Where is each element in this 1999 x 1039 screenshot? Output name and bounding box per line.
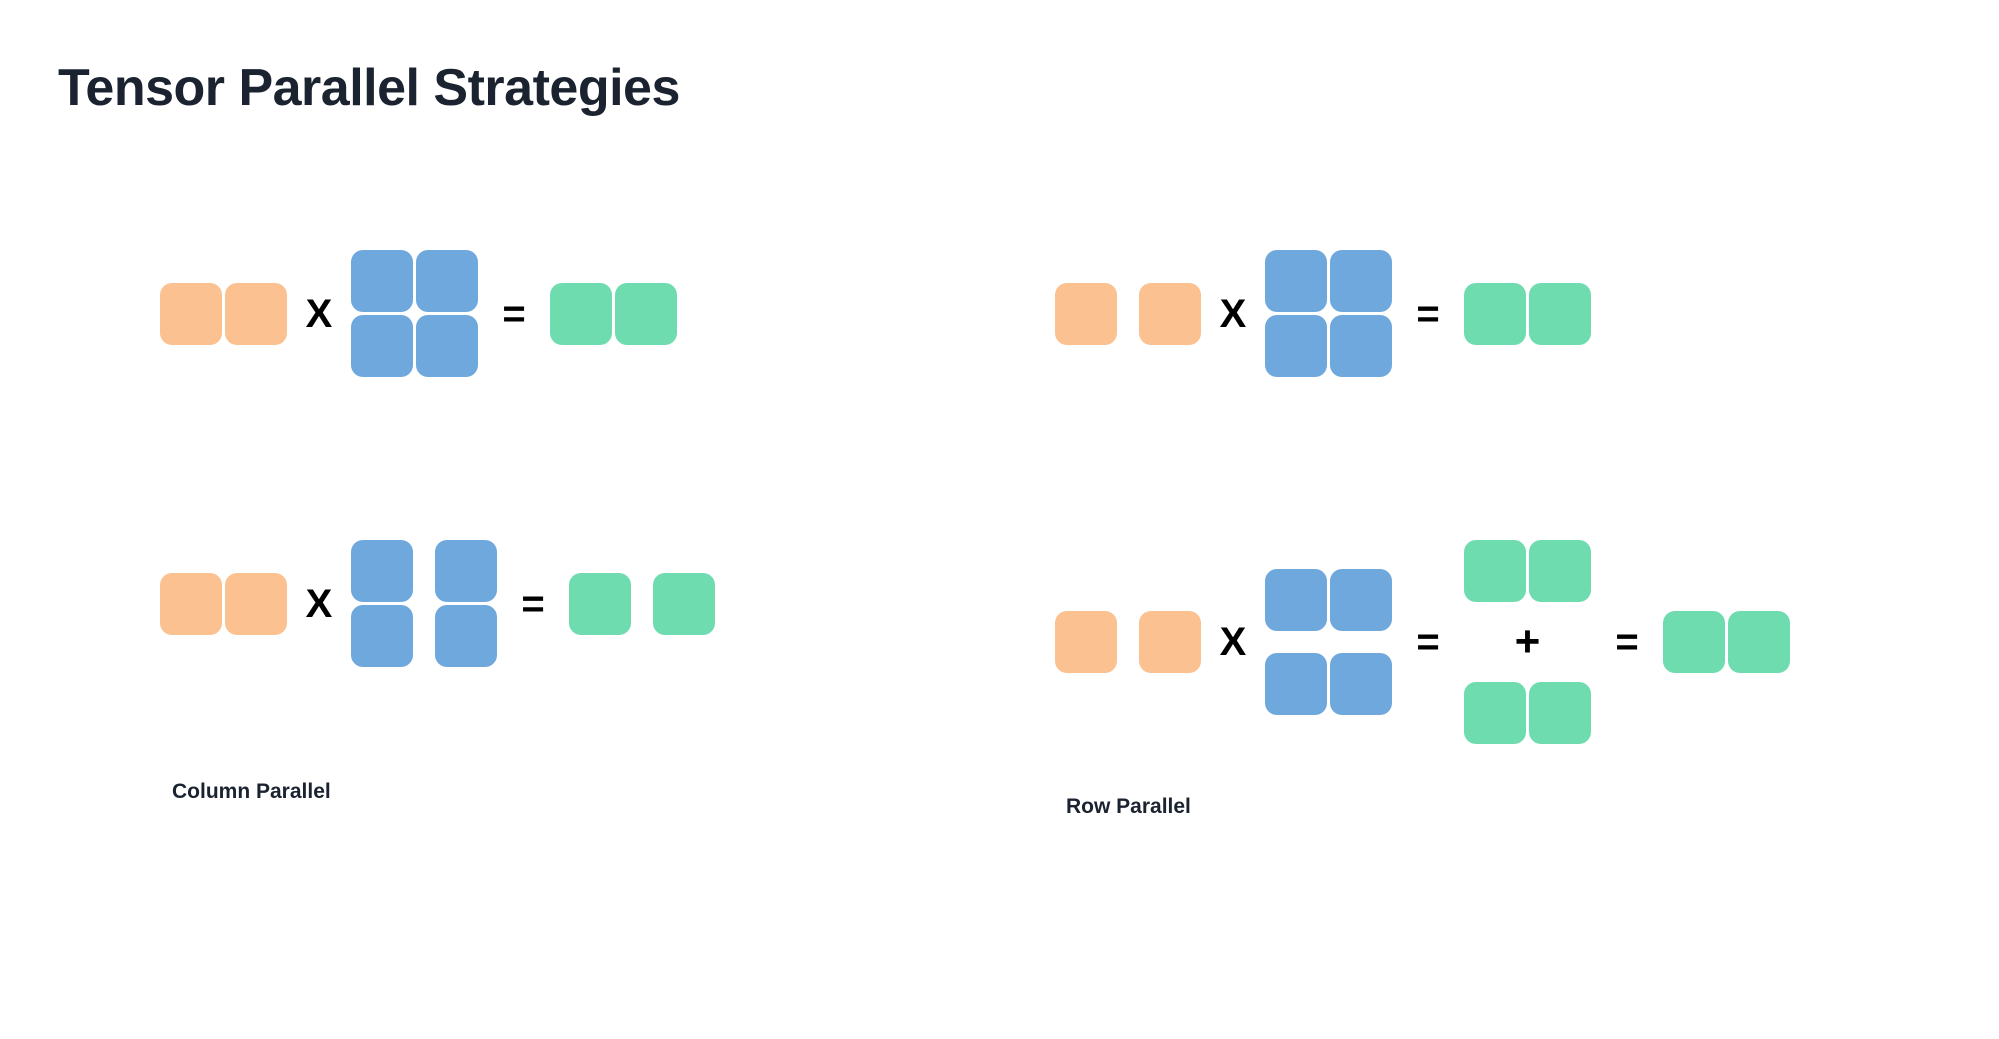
matrix-cell: [1139, 282, 1201, 345]
weight-matrix-blue-row-sharded: [1265, 569, 1392, 715]
matrix-row: [351, 605, 497, 667]
matrix-cell: [1464, 282, 1526, 345]
page-title: Tensor Parallel Strategies: [58, 59, 680, 117]
weight-matrix-blue: [1265, 250, 1392, 377]
matrix-cell: [1265, 315, 1327, 377]
matrix-cell: [653, 572, 715, 635]
output-activations-green: [550, 282, 677, 345]
input-activations-orange: [160, 282, 287, 345]
multiply-operator: X: [1219, 291, 1247, 336]
matrix-cell: [1055, 282, 1117, 345]
panel-row-parallel: X = X: [1050, 250, 1930, 890]
matrix-cell: [416, 250, 478, 312]
output-activations-green: [1464, 282, 1591, 345]
matrix-cell: [1330, 569, 1392, 631]
matrix-cell: [1529, 540, 1591, 602]
output-activations-green-reduced: [1663, 611, 1790, 673]
equals-operator: =: [502, 291, 526, 336]
matrix-row: [1265, 653, 1392, 715]
matrix-cell: [1330, 653, 1392, 715]
matrix-row: [351, 540, 497, 602]
matrix-row: [1265, 250, 1392, 312]
partial-sum-green-first: [1464, 540, 1591, 602]
equals-operator-reduced: =: [1615, 620, 1639, 664]
matrix-row: [351, 315, 478, 377]
matrix-cell: [1529, 682, 1591, 744]
matrix-cell: [615, 282, 677, 345]
matrix-row: [351, 250, 478, 312]
matrix-cell: [1330, 315, 1392, 377]
matrix-cell: [160, 572, 222, 635]
partial-sum-green-second: [1464, 682, 1591, 744]
matrix-cell: [416, 315, 478, 377]
panel-column-parallel: X = X: [150, 250, 950, 890]
matrix-cell: [1055, 611, 1117, 673]
equation-column-parallel-bottom: X =: [160, 540, 715, 667]
partial-sums-stack: +: [1464, 540, 1591, 744]
matrix-row: [1265, 569, 1392, 631]
matrix-cell: [1728, 611, 1790, 673]
matrix-cell: [569, 572, 631, 635]
weight-matrix-blue: [351, 250, 478, 377]
plus-operator: +: [1514, 617, 1541, 666]
matrix-cell: [1330, 250, 1392, 312]
matrix-row: [1265, 315, 1392, 377]
input-activations-orange-sharded: [1055, 282, 1201, 345]
matrix-cell: [435, 540, 497, 602]
equals-operator: =: [521, 581, 545, 626]
matrix-cell: [1464, 682, 1526, 744]
equation-column-parallel-top: X =: [160, 250, 677, 377]
multiply-operator: X: [1219, 620, 1247, 664]
matrix-cell: [225, 282, 287, 345]
equation-row-parallel-top: X =: [1055, 250, 1591, 377]
matrix-cell: [1663, 611, 1725, 673]
matrix-cell: [1529, 282, 1591, 345]
matrix-cell: [225, 572, 287, 635]
input-activations-orange-sharded: [1055, 611, 1201, 673]
equals-operator: =: [1416, 620, 1440, 664]
output-activations-green-column-sharded: [569, 572, 715, 635]
caption-column-parallel: Column Parallel: [172, 780, 331, 803]
matrix-cell: [435, 605, 497, 667]
matrix-cell: [351, 315, 413, 377]
input-activations-orange: [160, 572, 287, 635]
multiply-operator: X: [305, 581, 333, 626]
weight-matrix-blue-column-sharded: [351, 540, 497, 667]
matrix-cell: [351, 250, 413, 312]
matrix-cell: [1139, 611, 1201, 673]
equation-row-parallel-bottom: X = + =: [1055, 540, 1790, 744]
matrix-cell: [351, 605, 413, 667]
matrix-cell: [550, 282, 612, 345]
matrix-cell: [1464, 540, 1526, 602]
caption-row-parallel: Row Parallel: [1066, 795, 1191, 818]
matrix-cell: [1265, 569, 1327, 631]
matrix-cell: [351, 540, 413, 602]
matrix-cell: [1265, 653, 1327, 715]
multiply-operator: X: [305, 291, 333, 336]
matrix-cell: [160, 282, 222, 345]
matrix-cell: [1265, 250, 1327, 312]
equals-operator: =: [1416, 291, 1440, 336]
